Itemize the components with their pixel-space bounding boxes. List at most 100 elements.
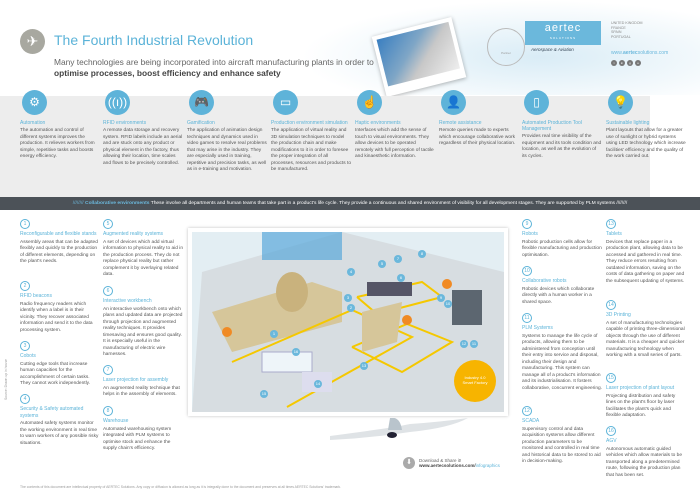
marker-12[interactable]: 12 [460, 340, 468, 348]
item-title: Cobots [20, 353, 36, 359]
marker-16[interactable]: 16 [292, 348, 300, 356]
airplane-icon: ✈ [20, 29, 45, 54]
item-title: Collaborative robots [522, 278, 567, 284]
item-number: 13 [606, 219, 616, 229]
tech-title: RFID environments [103, 120, 147, 126]
subtitle-text: Many technologies are being incorporated… [54, 57, 374, 67]
logo-sub: SOLUTIONS [549, 36, 577, 40]
legend-item: 3 Cobots Cutting edge tools that increas… [20, 341, 100, 388]
legend-item: 2 RFID beacons Radio frequency readers w… [20, 281, 100, 334]
legend-item: 13 Tablets Devices that replace paper in… [606, 219, 686, 285]
technology-item: ▭ Production environment simulation The … [271, 90, 351, 174]
item-title: PLM Systems [522, 325, 553, 331]
linkedin-icon[interactable]: in [619, 60, 625, 66]
item-number: 15 [606, 373, 616, 383]
tech-description: Interfaces which add the sense of touch … [355, 128, 434, 159]
legend-item: 1 Reconfigurable and flexible stands Ass… [20, 219, 100, 266]
legend-item: 5 Augmented reality systems A set of dev… [103, 219, 183, 279]
item-title: Laser projection of plant layout [606, 385, 675, 391]
legend-item: 10 Collaborative robots Robotic devices … [522, 266, 602, 306]
item-description: Assembly areas that can be adapted flexi… [20, 239, 98, 265]
item-number: 3 [20, 341, 30, 351]
country: SPAIN [611, 30, 622, 35]
marker-3[interactable]: 3 [344, 294, 352, 302]
tech-icon: 🎮 [189, 90, 214, 115]
item-title: Security & Safety automated systems [20, 406, 84, 419]
item-title: Reconfigurable and flexible stands [20, 231, 97, 237]
item-description: Robotic devices which collaborate direct… [522, 286, 595, 305]
tech-title: Remote assistance [439, 120, 482, 126]
marker-15[interactable]: 15 [260, 390, 268, 398]
tech-icon: ▭ [273, 90, 298, 115]
download-share[interactable]: ⬇ Download & Share it! www.aertecsolutio… [403, 457, 500, 469]
legend-item: 15 Laser projection of plant layout Proj… [606, 373, 686, 420]
marker-10[interactable]: 10 [444, 300, 452, 308]
item-title: RFID beacons [20, 293, 52, 299]
marker-14[interactable]: 14 [314, 380, 322, 388]
tech-description: A remote data storage and recovery syste… [103, 128, 183, 166]
marker-7[interactable]: 7 [394, 255, 402, 263]
technology-item: ⚙ Automation The automation and control … [20, 90, 100, 161]
tech-title: Sustainable lighting [606, 120, 650, 126]
item-number: 12 [522, 406, 532, 416]
item-description: An augmented reality technique that help… [103, 385, 180, 398]
item-description: Cutting edge tools that increase human c… [20, 361, 91, 387]
tech-icon: 💡 [608, 90, 633, 115]
twitter-icon[interactable]: t [611, 60, 617, 66]
page-title: The Fourth Industrial Revolution [54, 32, 254, 48]
footer-disclaimer: The contents of this document are intell… [20, 485, 342, 489]
source-note: Source: Drawn up in house [4, 359, 8, 400]
flickr-icon[interactable]: •• [635, 60, 641, 66]
tech-description: The automation and control of different … [20, 128, 95, 159]
legend-item: 6 Interactive workbench An interactive w… [103, 286, 183, 359]
marker-6[interactable]: 6 [397, 274, 405, 282]
item-number: 5 [103, 219, 113, 229]
page-subtitle: Many technologies are being incorporated… [54, 57, 394, 79]
item-description: Supervisory control and data acquisition… [522, 426, 601, 465]
marker-1[interactable]: 1 [270, 330, 278, 338]
legend-item: 16 AGV Autonomous automatic guided vehic… [606, 426, 686, 479]
item-title: AGV [606, 438, 617, 444]
country: UNITED KINGDOM [611, 21, 643, 25]
country-list: UNITED KINGDOM FRANCE SPAIN PORTUGAL [611, 21, 643, 39]
item-title: SCADA [522, 418, 540, 424]
tech-description: The application of animation design tech… [187, 128, 267, 172]
tech-title: Haptic environments [355, 120, 401, 126]
partner-seal: Partner [487, 28, 525, 66]
marker-8[interactable]: 8 [418, 250, 426, 258]
item-number: 10 [522, 266, 532, 276]
item-description: A set of devices which add virtual infor… [103, 239, 183, 278]
tech-icon: ▯ [524, 90, 549, 115]
item-description: Radio frequency readers which identify w… [20, 301, 93, 333]
marker-9[interactable]: 9 [437, 294, 445, 302]
tech-icon: ((ı)) [105, 90, 130, 115]
item-description: Automated warehousing system integrated … [103, 426, 172, 452]
marker-13[interactable]: 13 [360, 362, 368, 370]
download-icon[interactable]: ⬇ [403, 457, 415, 469]
tech-icon: 👤 [441, 90, 466, 115]
legend-item: 7 Laser projection for assembly An augme… [103, 365, 183, 399]
infographics-link[interactable]: www.aertecsolutions.com/infographics [419, 463, 500, 468]
item-number: 16 [606, 426, 616, 436]
item-number: 14 [606, 300, 616, 310]
tech-description: Provides real time visibility of the equ… [522, 134, 602, 159]
download-label: Download & Share it! [419, 458, 462, 463]
legend-item: 4 Security & Safety automated systems Au… [20, 394, 100, 447]
marker-5[interactable]: 5 [378, 260, 386, 268]
marker-2[interactable]: 2 [347, 304, 355, 312]
googleplus-icon[interactable]: g [627, 60, 633, 66]
legend-item: 11 PLM Systems Systems to manage the lif… [522, 313, 602, 392]
smart-factory-illustration: 1 2 3 4 5 6 7 8 9 10 11 12 13 14 15 16 I… [188, 228, 508, 416]
legend-item: 12 SCADA Supervisory control and data ac… [522, 406, 602, 466]
marker-11[interactable]: 11 [470, 340, 478, 348]
marker-4[interactable]: 4 [347, 268, 355, 276]
tech-icon: ☝ [357, 90, 382, 115]
tech-description: Plant layouts that allow for a greater u… [606, 128, 686, 159]
item-title: Laser projection for assembly [103, 377, 169, 383]
website-link[interactable]: www.aertecsolutions.com [611, 50, 669, 56]
item-title: Tablets [606, 231, 622, 237]
item-title: 3D Printing [606, 312, 631, 318]
subtitle-emphasis: optimise processes, boost efficiency and… [54, 68, 281, 78]
